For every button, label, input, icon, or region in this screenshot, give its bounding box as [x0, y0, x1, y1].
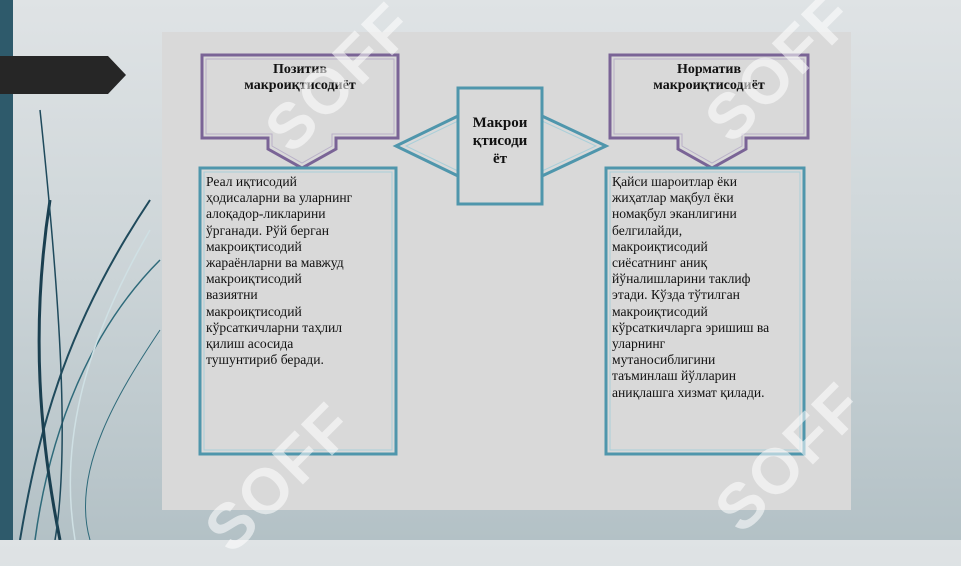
diagram-shapes [198, 53, 810, 456]
right-body-box [604, 166, 806, 456]
right-title: Норматив макроиқтисодиёт [614, 62, 804, 94]
right-title-line-1: Норматив [676, 62, 742, 77]
left-callout-shape [200, 53, 400, 170]
left-title-line-1: Позитив [272, 62, 328, 77]
left-title: Позитив макроиқтисодиёт [206, 62, 394, 94]
right-callout-shape [608, 53, 810, 170]
left-body-text: Реал иқтисодий ҳодисаларни ва уларнинг а… [206, 174, 353, 368]
right-title-line-2: макроиқтисодиёт [653, 78, 765, 93]
slide-tab-marker [0, 56, 126, 94]
center-title-line-1: Макрои [472, 115, 528, 131]
center-title-line-2: қтисоди [472, 133, 528, 149]
left-title-line-2: макроиқтисодиёт [244, 78, 356, 93]
center-box [456, 86, 544, 206]
left-body-box [198, 166, 398, 456]
center-title: Макрои қтисоди ёт [460, 114, 540, 168]
decorative-curves [19, 109, 161, 540]
right-body-text: Қайси шароитлар ёки жиҳатлар мақбул ёки … [612, 174, 770, 400]
left-accent-bar [0, 0, 13, 540]
center-title-line-3: ёт [492, 151, 508, 167]
